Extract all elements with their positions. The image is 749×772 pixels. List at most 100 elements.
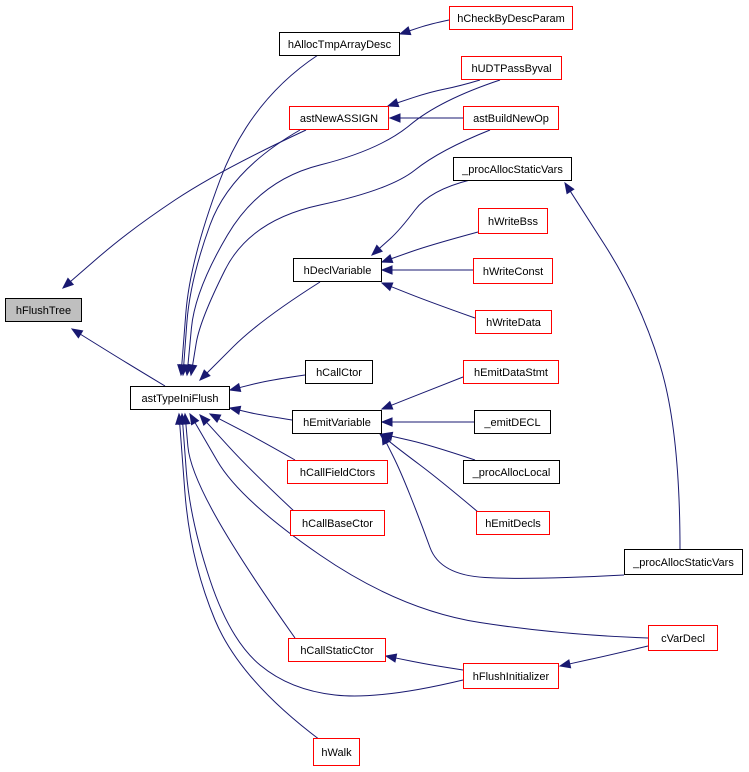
node-label: hCallStaticCtor: [300, 645, 374, 657]
node-label: _emitDECL: [483, 417, 540, 429]
edge-arrowhead: [398, 26, 412, 36]
edge-line: [182, 422, 464, 697]
node-hCallFieldCtors[interactable]: hCallFieldCtors: [287, 460, 388, 484]
edge-arrowhead: [558, 659, 572, 669]
node-astNewASSIGN[interactable]: astNewASSIGN: [289, 106, 389, 130]
node-hCallStaticCtor[interactable]: hCallStaticCtor: [288, 638, 386, 662]
node-label: _procAllocStaticVars: [461, 164, 563, 176]
node-label: _procAllocLocal: [472, 467, 551, 479]
node-label: cVarDecl: [661, 633, 705, 645]
edge-hDeclVariable-to-astTypeIniFlush: [199, 281, 321, 381]
edge-arrowhead: [70, 328, 84, 339]
edge-arrowhead: [370, 244, 383, 256]
node-hAllocTmpArrayDesc[interactable]: hAllocTmpArrayDesc: [279, 32, 400, 56]
node-box[interactable]: [473, 258, 553, 284]
edge-line: [187, 79, 501, 367]
node-box[interactable]: [289, 106, 389, 130]
node-astTypeIniFlush[interactable]: astTypeIniFlush: [130, 386, 230, 410]
edge-line: [79, 333, 166, 387]
node-label: astBuildNewOp: [473, 113, 549, 125]
nodes-layer: hFlushTree astTypeIniFlush hAllocTmpArrayD…: [5, 6, 743, 766]
edge-arrowhead: [228, 382, 242, 393]
node-box[interactable]: [476, 511, 550, 535]
node-box[interactable]: [478, 208, 548, 234]
node-box[interactable]: [474, 410, 551, 434]
node-hEmitDecls[interactable]: hEmitDecls: [476, 511, 550, 535]
node-hCheckByDescParam[interactable]: hCheckByDescParam: [449, 6, 573, 30]
edge-arrowhead: [380, 417, 393, 427]
node-label: hAllocTmpArrayDesc: [288, 39, 392, 51]
edge-line: [390, 376, 464, 407]
edge-arrowhead: [189, 412, 200, 426]
edge-line: [396, 79, 481, 104]
edge-hCallCtor-to-astTypeIniFlush: [228, 374, 306, 393]
edge-astBuildNewOp-to-astNewASSIGN: [388, 113, 463, 123]
node-hWriteBss[interactable]: hWriteBss: [478, 208, 548, 234]
edge-hCallBaseCtor-to-astTypeIniFlush: [199, 414, 296, 513]
edge-hEmitVariable-to-astTypeIniFlush: [228, 405, 293, 421]
node-emitDECL[interactable]: _emitDECL: [474, 410, 551, 434]
node-hWriteData[interactable]: hWriteData: [475, 310, 552, 334]
node-label: hDeclVariable: [304, 265, 372, 277]
node-box[interactable]: [292, 410, 382, 434]
node-box[interactable]: [290, 510, 385, 536]
node-box[interactable]: [288, 638, 386, 662]
edge-hWalk-to-astTypeIniFlush: [175, 412, 321, 741]
node-box[interactable]: [130, 386, 230, 410]
node-box[interactable]: [305, 360, 373, 384]
node-box[interactable]: [287, 460, 388, 484]
node-box[interactable]: [453, 157, 572, 181]
edge-hFlushInitializer-to-hCallStaticCtor: [384, 653, 464, 671]
node-label: hCheckByDescParam: [457, 13, 565, 25]
node-hFlushInitializer[interactable]: hFlushInitializer: [463, 663, 559, 689]
node-box[interactable]: [463, 360, 559, 384]
node-box[interactable]: [449, 6, 573, 30]
node-box[interactable]: [463, 663, 559, 689]
node-hCallBaseCtor[interactable]: hCallBaseCtor: [290, 510, 385, 536]
edge-line: [69, 129, 307, 283]
node-box[interactable]: [279, 32, 400, 56]
node-label: astTypeIniFlush: [141, 393, 218, 405]
node-procAllocStaticVarsTop[interactable]: _procAllocStaticVars: [453, 157, 572, 181]
node-hEmitVariable[interactable]: hEmitVariable: [292, 410, 382, 434]
node-box[interactable]: [5, 298, 82, 322]
node-box[interactable]: [461, 56, 562, 80]
node-hEmitDataStmt[interactable]: hEmitDataStmt: [463, 360, 559, 384]
edge-line: [194, 421, 649, 639]
node-box[interactable]: [648, 625, 718, 651]
node-hWriteConst[interactable]: hWriteConst: [473, 258, 553, 284]
node-label: hUDTPassByval: [471, 63, 551, 75]
node-cVarDecl[interactable]: cVarDecl: [648, 625, 718, 651]
edge-line: [386, 439, 479, 513]
node-box[interactable]: [313, 738, 360, 766]
node-label: hCallFieldCtors: [300, 467, 376, 479]
node-astBuildNewOp[interactable]: astBuildNewOp: [463, 106, 559, 130]
node-box[interactable]: [624, 549, 743, 575]
edge-astNewASSIGN-to-hFlushTree: [61, 129, 307, 289]
node-hCallCtor[interactable]: hCallCtor: [305, 360, 373, 384]
node-box[interactable]: [293, 258, 382, 282]
node-label: hWriteBss: [488, 216, 538, 228]
edge-line: [217, 417, 296, 461]
edge-line: [568, 645, 649, 665]
node-label: hCallBaseCtor: [302, 518, 373, 530]
edge-line: [179, 422, 321, 741]
edge-line: [183, 129, 301, 367]
node-hDeclVariable[interactable]: hDeclVariable: [293, 258, 382, 282]
node-procAllocLocal[interactable]: _procAllocLocal: [463, 460, 560, 484]
node-box[interactable]: [463, 460, 560, 484]
node-hFlushTree[interactable]: hFlushTree: [5, 298, 82, 322]
edge-arrowhead: [228, 405, 242, 416]
node-procAllocStaticVarsBot[interactable]: _procAllocStaticVars: [624, 549, 743, 575]
node-box[interactable]: [463, 106, 559, 130]
edge-arrowhead: [175, 412, 185, 425]
node-label: hEmitVariable: [303, 417, 371, 429]
node-box[interactable]: [475, 310, 552, 334]
edge-astTypeIniFlush-to-hFlushTree: [70, 328, 166, 387]
edge-arrowhead: [380, 265, 393, 275]
node-hUDTPassByval[interactable]: hUDTPassByval: [461, 56, 562, 80]
node-hWalk[interactable]: hWalk: [313, 738, 360, 766]
edge-hCheckByDescParam-to-hAllocTmpArrayDesc: [398, 19, 450, 36]
node-label: hFlushTree: [16, 305, 71, 317]
